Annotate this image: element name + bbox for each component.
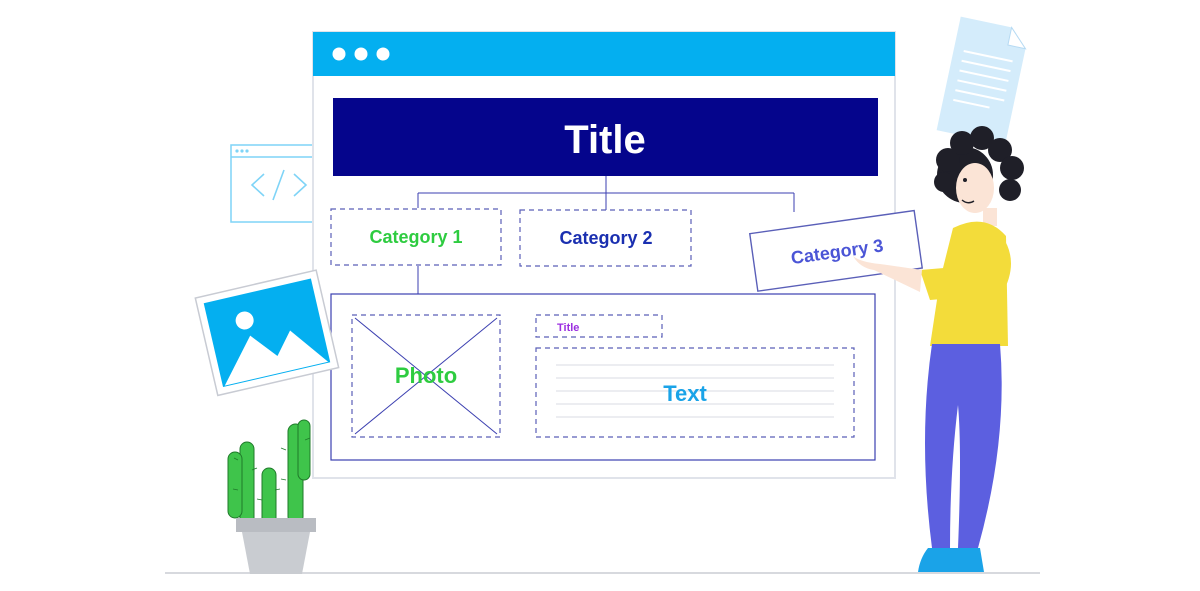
category-label: Category 2 — [559, 228, 652, 248]
cactus-plant — [227, 419, 316, 574]
category-label: Category 1 — [369, 227, 462, 247]
subtitle-label: Title — [557, 322, 579, 334]
person-hand — [853, 256, 922, 292]
person-legs — [918, 344, 1002, 572]
photo-label: Photo — [395, 363, 457, 388]
photo-placeholder: Photo — [351, 314, 501, 438]
code-window-icon — [230, 144, 328, 223]
category-box-1: Category 1 — [330, 208, 502, 266]
window-dot — [354, 47, 368, 61]
subtitle-placeholder: Title — [535, 314, 663, 338]
wireframe-title: Title — [564, 118, 646, 162]
text-placeholder: Text — [535, 347, 855, 438]
image-icon — [194, 269, 340, 397]
document-icon — [936, 16, 1027, 145]
browser-title-bar — [313, 32, 895, 76]
content-box: Photo Title Text — [330, 293, 876, 461]
window-dot — [376, 47, 390, 61]
category-box-2: Category 2 — [519, 209, 692, 267]
window-dot — [332, 47, 346, 61]
hierarchy-connectors — [417, 176, 795, 294]
text-label: Text — [663, 381, 707, 406]
person-illustration — [920, 126, 1024, 346]
title-block: Title — [333, 98, 878, 176]
